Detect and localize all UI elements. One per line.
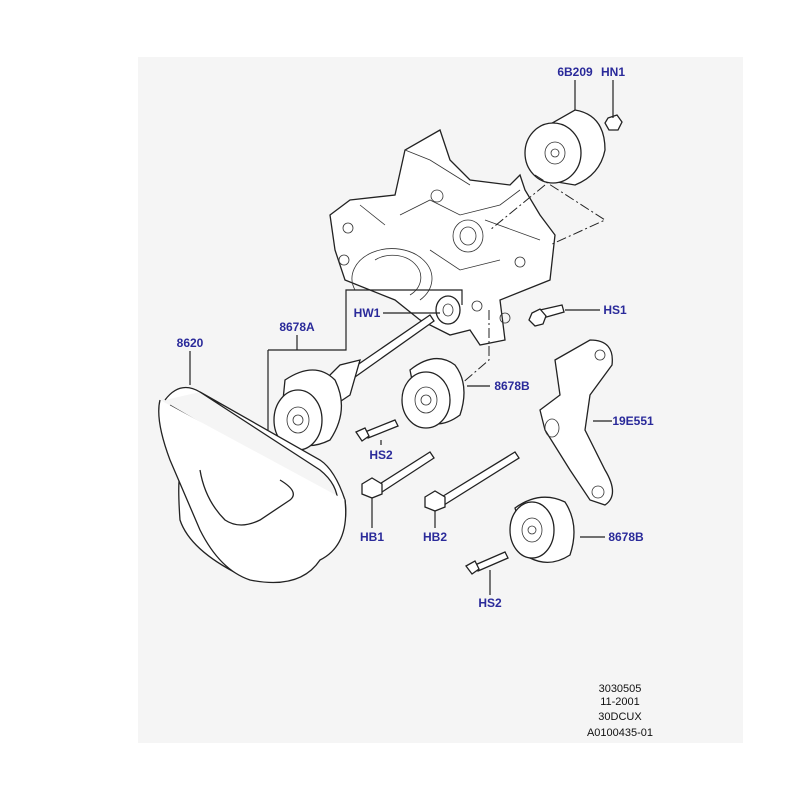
bolt-hb2 [424,451,520,512]
label-hb1: HB1 [360,530,384,544]
date-code: 11-2001 [600,696,640,708]
bolt-hb1 [361,451,435,499]
idler-pulley-8678b-lower [509,496,575,563]
bolt-hs2-lower [465,551,509,575]
label-hs1: HS1 [603,303,627,317]
label-8678b-lower: 8678B [608,530,644,544]
label-8678b-upper: 8678B [494,379,530,393]
engine-front-cover [329,129,556,346]
label-hw1: HW1 [354,306,381,320]
label-hs2-upper: HS2 [369,448,393,462]
idler-pulley-8678a [273,359,361,451]
label-19e551: 19E551 [612,414,654,428]
illustration-code: A0100435-01 [587,727,653,739]
label-hb2: HB2 [423,530,447,544]
bolt-hs1 [528,304,565,327]
label-hs2-lower: HS2 [478,596,502,610]
label-6b209: 6B209 [557,65,593,79]
model-code: 30DCUX [598,711,642,723]
ref-code: 3030505 [599,683,642,695]
label-8678a: 8678A [279,320,315,334]
bolt-hs2-upper [355,419,399,442]
label-hn1: HN1 [601,65,625,79]
idler-pulley-8678b-upper [401,358,465,429]
tensioner-pulley [524,109,606,186]
leader-lines [189,80,614,595]
bracket-19e551 [539,339,614,506]
nut-hn1 [604,114,623,131]
drive-belt-8620 [158,386,347,584]
label-8620: 8620 [177,336,204,350]
washer-hw1 [435,295,461,325]
